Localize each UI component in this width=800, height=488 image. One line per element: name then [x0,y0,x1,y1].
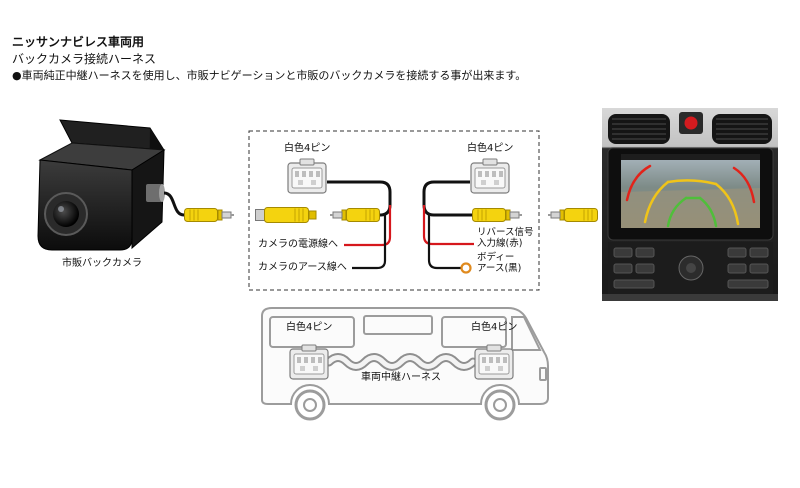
four-pin-connector-icon [474,344,514,380]
harness-cable-right [422,180,472,217]
harness-right-connector-label: 白色4ピン [467,143,514,154]
ground-wire-label: アース(黒) [477,263,522,274]
page-description: ●車両純正中継ハーネスを使用し、市販ナビゲーションと市販のバックカメラを接続する… [12,69,527,82]
camera-video-cable [163,191,185,217]
vehicle-left-connector-label: 白色4ピン [286,322,333,333]
rca-plug-icon [548,208,598,222]
reverse-wire-label: 入力線(赤) [477,238,523,249]
harness-left-connector-label: 白色4ピン [284,143,331,154]
camera-power-label: カメラの電源線へ [258,239,338,250]
four-pin-connector-icon [289,344,329,380]
vehicle-right-connector-label: 白色4ピン [471,322,518,333]
reverse-signal-label: リバース信号 [477,227,534,238]
camera-label: 市販バックカメラ [62,258,142,269]
four-pin-connector-icon [287,158,327,194]
rca-plug-icon [330,208,380,222]
four-pin-connector-icon [470,158,510,194]
rca-plug-icon [184,208,234,222]
backup-camera-icon [37,119,166,251]
page-title: ニッサンナビレス車両用 [12,35,145,49]
rca-jack-icon [255,207,317,223]
camera-power-wire [344,205,392,247]
vehicle-harness-label: 車両中継ハーネス [361,372,441,383]
camera-ground-label: カメラのアース線へ [258,262,347,273]
body-ground-label: ボディー [477,252,515,263]
navigation-screen-icon [602,108,778,301]
page-subtitle: バックカメラ接続ハーネス [12,52,157,66]
body-ground-wire [427,215,461,270]
camera-ground-wire [352,213,387,270]
ring-terminal-icon [460,262,472,274]
rca-plug-icon [472,208,522,222]
reverse-signal-wire [422,205,474,246]
vehicle-relay-harness [324,353,478,371]
